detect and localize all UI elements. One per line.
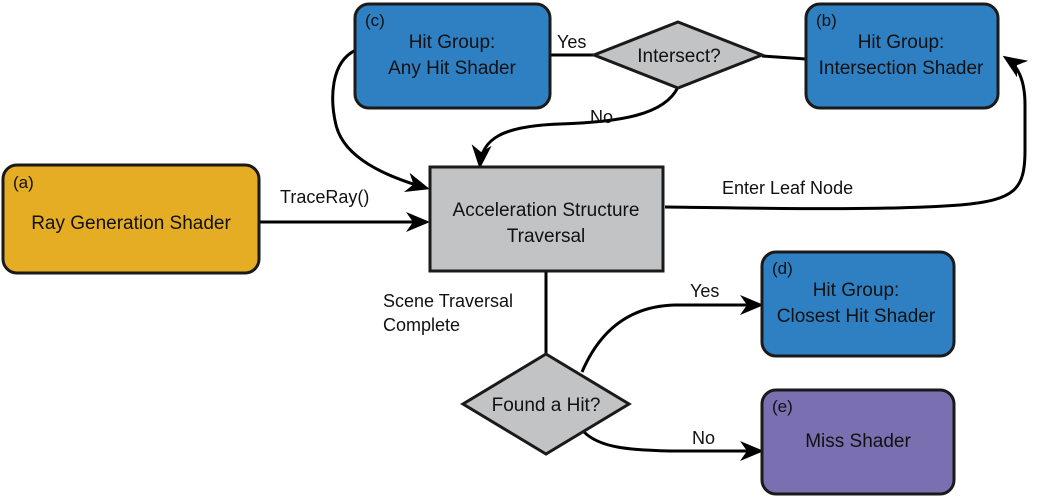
traversal-title: Acceleration Structure (453, 200, 640, 221)
intersection-title: Hit Group: (858, 32, 945, 53)
closest-hit-letter: (d) (772, 259, 793, 278)
enter-leaf-node-label: Enter Leaf Node (722, 178, 853, 198)
node-intersection: (b) Hit Group: Intersection Shader (804, 2, 1000, 110)
node-any-hit: (c) Hit Group: Any Hit Shader (353, 2, 552, 110)
any-hit-letter: (c) (365, 11, 385, 30)
ray-generation-box (1, 163, 261, 275)
edge-enter-leaf-node (664, 55, 1029, 211)
trace-ray-label: TraceRay() (280, 187, 369, 207)
edge-found-no (582, 430, 764, 461)
traversal-subtitle: Traversal (507, 226, 585, 247)
miss-letter: (e) (772, 397, 793, 416)
node-ray-generation: (a) Ray Generation Shader (1, 163, 261, 275)
node-found-hit-decision: Found a Hit? (460, 352, 632, 456)
scene-complete-label-line1: Scene Traversal (383, 291, 513, 311)
closest-hit-box (760, 250, 956, 358)
any-hit-subtitle: Any Hit Shader (388, 58, 516, 79)
intersect-no-label: No (590, 107, 613, 127)
node-closest-hit: (d) Hit Group: Closest Hit Shader (760, 250, 956, 358)
intersect-yes-label: Yes (557, 32, 586, 52)
ray-generation-label: Ray Generation Shader (31, 213, 231, 234)
node-miss: (e) Miss Shader (760, 388, 956, 496)
scene-complete-label-line2: Complete (383, 315, 460, 335)
intersect-diamond (589, 20, 767, 90)
found-no-label: No (692, 428, 715, 448)
miss-box (760, 388, 956, 496)
intersect-label: Intersect? (637, 46, 720, 67)
any-hit-box (353, 2, 552, 110)
ray-generation-letter: (a) (13, 173, 34, 192)
edge-labels: TraceRay() Enter Leaf Node Yes No Scene … (280, 32, 853, 448)
edges (259, 48, 1029, 461)
miss-label: Miss Shader (805, 431, 911, 452)
traversal-box (428, 165, 665, 273)
intersection-letter: (b) (816, 11, 837, 30)
edge-found-yes (580, 295, 764, 373)
edge-intersect-no (471, 86, 680, 169)
intersection-subtitle: Intersection Shader (819, 58, 984, 79)
node-traversal: Acceleration Structure Traversal (428, 165, 665, 273)
node-intersect-decision: Intersect? (589, 20, 767, 90)
found-hit-label: Found a Hit? (492, 395, 601, 416)
closest-hit-title: Hit Group: (813, 280, 900, 301)
edge-any-hit-to-traversal (331, 48, 430, 192)
closest-hit-subtitle: Closest Hit Shader (777, 306, 936, 327)
found-hit-diamond (460, 352, 632, 456)
intersection-box (804, 2, 1000, 110)
edge-intersection-to-decision (761, 54, 807, 61)
found-yes-label: Yes (690, 281, 719, 301)
any-hit-title: Hit Group: (409, 32, 496, 53)
